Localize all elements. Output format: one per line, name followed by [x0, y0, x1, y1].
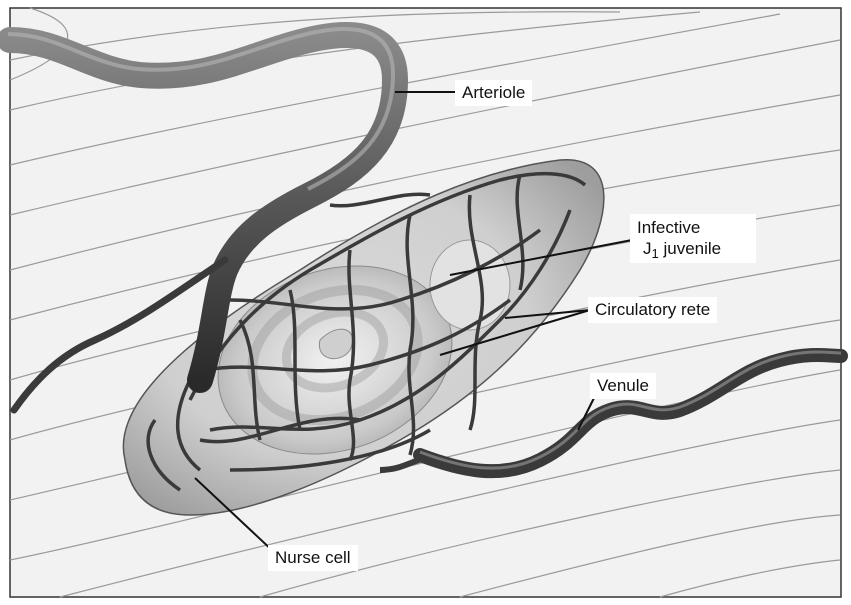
label-infective-line1: Infective	[637, 217, 749, 238]
label-juvenile-line2: J1 juvenile	[637, 238, 749, 260]
label-nurse-cell: Nurse cell	[268, 545, 358, 571]
label-subscript-1: 1	[652, 246, 659, 261]
label-j: J	[643, 239, 652, 258]
label-circulatory-rete: Circulatory rete	[588, 297, 717, 323]
label-infective-juvenile: Infective J1 juvenile	[630, 214, 756, 263]
label-arteriole: Arteriole	[455, 80, 532, 106]
label-venule: Venule	[590, 373, 656, 399]
label-juvenile-word: juvenile	[659, 239, 721, 258]
